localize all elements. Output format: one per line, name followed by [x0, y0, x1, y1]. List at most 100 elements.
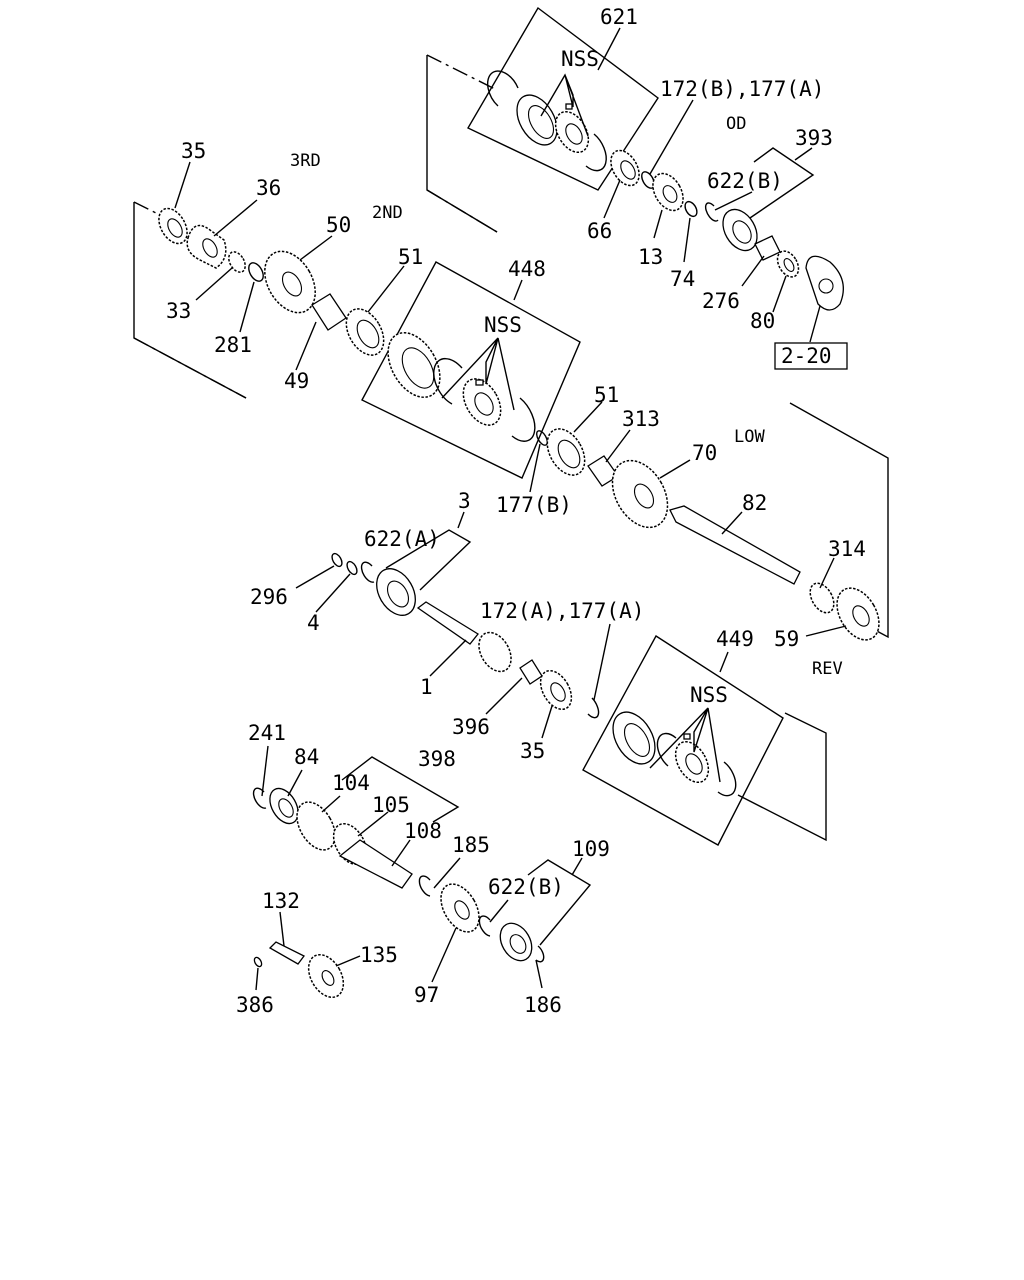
ring-51-mid-inner-icon — [557, 439, 581, 469]
bearing-80-inner-icon — [783, 258, 795, 272]
snap-ring-icon — [486, 70, 519, 107]
leader-393 — [794, 147, 813, 161]
kit-448-box — [361, 261, 581, 479]
callout-276: 276 — [702, 289, 740, 313]
callout-104: 104 — [332, 771, 370, 795]
callout-51-top: 51 — [398, 245, 423, 269]
snap-ring-186-icon — [535, 945, 545, 963]
callout-135: 135 — [360, 943, 398, 967]
leader-nss-449 — [649, 707, 721, 783]
callout-132: 132 — [262, 889, 300, 913]
kit-label-448: NSS — [484, 313, 522, 337]
callout-4: 4 — [307, 611, 320, 635]
snap-ring-622b-low-icon — [478, 915, 491, 937]
callout-172b-177a: 172(B),177(A) — [660, 77, 824, 101]
leader-132 — [279, 911, 285, 947]
callout-396: 396 — [452, 715, 490, 739]
snap-ring-241-icon — [252, 787, 267, 809]
callout-50: 50 — [326, 213, 351, 237]
leader-186 — [535, 959, 543, 989]
leader-13 — [653, 209, 663, 239]
od-gear-13-inner-icon — [662, 185, 678, 203]
synchro-sleeve-inner-icon — [623, 723, 651, 757]
leader-185 — [433, 857, 461, 889]
leader-82 — [721, 511, 743, 535]
callout-177b: 177(B) — [496, 493, 572, 517]
leader-313 — [605, 429, 631, 463]
callout-70: 70 — [692, 441, 717, 465]
shaft-132-icon — [268, 941, 305, 965]
callout-314: 314 — [828, 537, 866, 561]
leader-449 — [719, 651, 729, 673]
snap-ring-185-icon — [418, 875, 431, 897]
callout-108: 108 — [404, 819, 442, 843]
callout-622b-low: 622(B) — [488, 875, 564, 899]
snap-ring-icon — [585, 133, 607, 172]
leader-51-top — [367, 265, 405, 313]
od-assembly-boundary-top — [426, 54, 498, 91]
leader-396 — [485, 677, 523, 715]
text-labels: 3RD 2ND OD LOW REV NSS NSS NSS 2-20 621 … — [166, 5, 866, 1017]
bracket-393 — [746, 147, 815, 221]
od-assembly-boundary-low — [426, 189, 498, 233]
callout-3: 3 — [458, 489, 471, 513]
leader-622b-top — [714, 191, 753, 211]
leader-nss-621 — [540, 73, 589, 137]
bearing-84-inner-icon — [278, 798, 294, 818]
leader-108 — [391, 839, 411, 867]
leader-49 — [295, 321, 317, 371]
gear-59-inner-icon — [852, 605, 870, 627]
input-gear-icon — [478, 631, 512, 673]
callout-398: 398 — [418, 747, 456, 771]
upper-assembly-boundary-low — [133, 337, 247, 399]
flange-hole-icon — [818, 278, 834, 294]
kit-448-parts — [387, 332, 536, 442]
synchro-key-icon — [683, 733, 691, 740]
leader-621 — [597, 27, 621, 71]
washer-281-icon — [248, 262, 264, 282]
ring-51-top-inner-icon — [356, 319, 380, 349]
input-shaft-parts — [331, 552, 600, 719]
leader-296 — [295, 565, 335, 589]
bearing-3-inner-icon — [386, 580, 410, 608]
callout-35-low: 35 — [520, 739, 545, 763]
leader-35-low — [541, 705, 553, 739]
leader-nss-448 — [441, 337, 515, 411]
snap-ring-4-icon — [346, 560, 358, 576]
leader-109 — [571, 857, 583, 876]
od-parts — [610, 149, 844, 311]
callout-241: 241 — [248, 721, 286, 745]
callout-448: 448 — [508, 257, 546, 281]
gear-35-low-inner-icon — [550, 682, 566, 702]
gear-97-inner-icon — [454, 900, 470, 920]
callout-35-top: 35 — [181, 139, 206, 163]
snap-ring-172a-icon — [587, 697, 600, 719]
countershaft-parts — [536, 428, 880, 641]
gear-35-inner-icon — [167, 218, 183, 238]
kit-label-449: NSS — [690, 683, 728, 707]
counter-gear-parts — [252, 787, 545, 999]
gear-label-low: LOW — [734, 427, 765, 447]
leader-70 — [659, 459, 691, 479]
snap-ring-icon — [717, 761, 737, 797]
synchro-sleeve-inner-icon — [527, 105, 555, 139]
gear-label-second: 2ND — [372, 203, 403, 223]
leader-135 — [335, 955, 361, 967]
leader-281 — [239, 281, 255, 333]
gear-135-inner-icon — [321, 970, 335, 986]
callout-386: 386 — [236, 993, 274, 1017]
bearing-314-icon — [809, 582, 835, 614]
callout-172a-177a: 172(A),177(A) — [480, 599, 644, 623]
gear-70-inner-icon — [633, 483, 655, 509]
leader-104 — [321, 795, 341, 813]
kit-449-parts — [612, 711, 737, 797]
leader-74 — [683, 217, 691, 263]
leader-241 — [261, 745, 269, 797]
bracket-109 — [527, 859, 592, 946]
synchro-key-icon — [475, 379, 484, 386]
bearing-109-inner-icon — [509, 934, 527, 954]
leader-172b177a — [649, 99, 694, 175]
callout-105: 105 — [372, 793, 410, 817]
bearing-66-inner-icon — [620, 160, 636, 180]
callout-80: 80 — [750, 309, 775, 333]
